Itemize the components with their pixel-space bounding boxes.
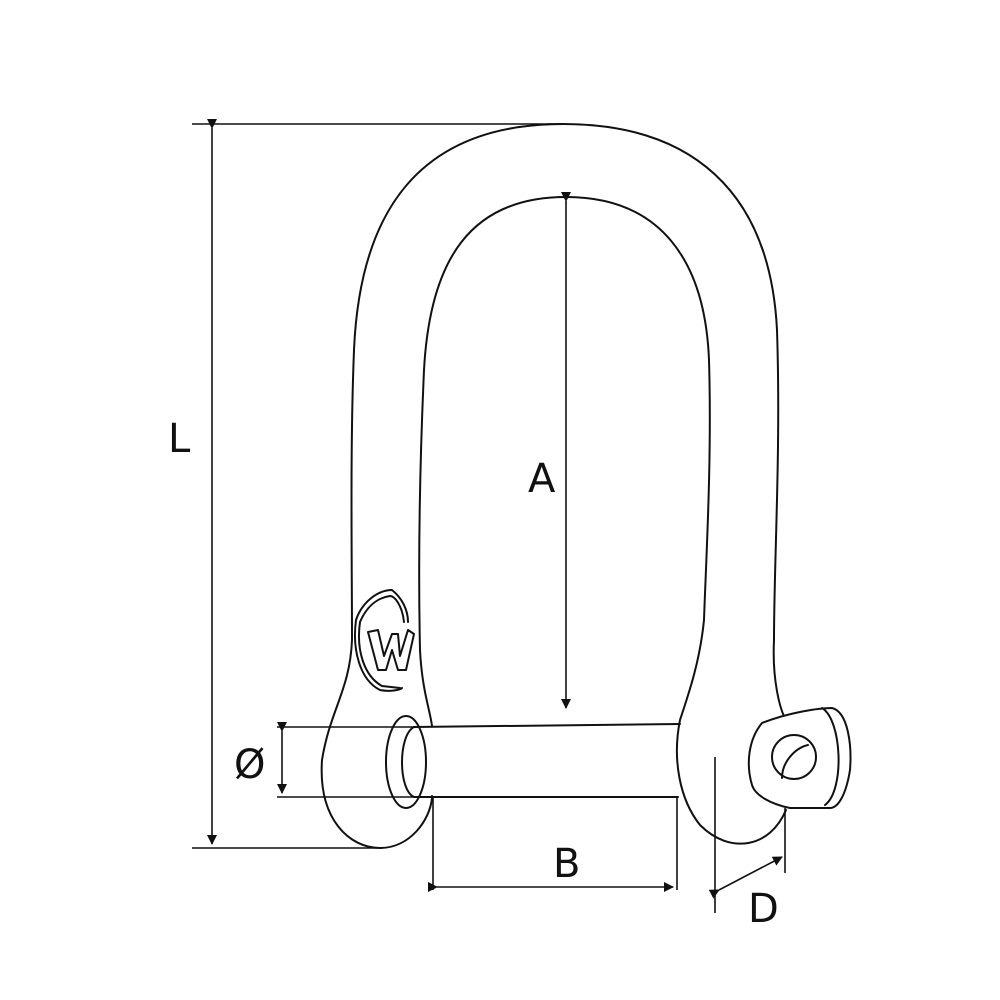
label-L: L	[168, 416, 191, 462]
dimension-D	[708, 757, 786, 913]
pin-eye	[747, 706, 852, 809]
shackle-pin	[385, 715, 681, 809]
dimension-B	[428, 798, 678, 892]
dimension-L	[192, 119, 563, 849]
dimension-pin-diameter	[277, 722, 414, 798]
label-pin-diameter: Ø	[234, 742, 265, 788]
label-A: A	[528, 456, 556, 502]
w-logo	[354, 589, 415, 692]
label-D: D	[748, 886, 779, 932]
label-B: B	[553, 841, 580, 887]
